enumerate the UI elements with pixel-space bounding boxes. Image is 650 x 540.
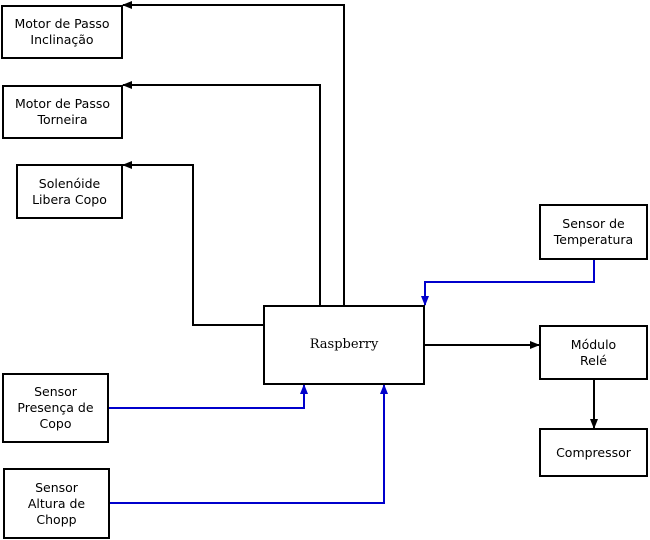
block-label-line: Relé — [580, 352, 607, 368]
block-label-line: Torneira — [37, 112, 88, 127]
block-label-line: Módulo — [570, 336, 617, 352]
connector-sensor-temperatura-to-raspberry — [421, 260, 595, 306]
block-label-line: Raspberry — [309, 337, 379, 352]
compressor-block: Compressor — [539, 428, 648, 477]
block-label-line: Sensor — [35, 479, 78, 495]
block-label-line: Chopp — [36, 511, 77, 527]
block-label-line: Solenóide — [38, 175, 101, 191]
raspberry-block: Raspberry — [263, 305, 425, 385]
connector-sensor-presenca-to-raspberry — [109, 384, 308, 409]
block-label-line: Sensor de — [562, 216, 625, 231]
block-label-line: Sensor — [34, 384, 77, 399]
connector-sensor-altura-to-raspberry — [110, 384, 388, 504]
block-label-line: Presença de — [17, 400, 94, 415]
block-label-line: Inclinação — [30, 32, 94, 47]
connector-raspberry-to-solenoide — [122, 161, 263, 326]
block-label-line: Copo — [39, 416, 72, 431]
block-label-line: Temperatura — [553, 232, 634, 247]
block-label-line: Motor de Passo — [14, 96, 110, 111]
block-label-line: Motor de Passo — [14, 16, 110, 31]
block-label-line: Libera Copo — [32, 191, 107, 207]
block-label-line: Altura de — [27, 495, 86, 511]
block-label-line: Compressor — [556, 444, 631, 460]
connector-raspberry-to-motor-inclinacao — [122, 1, 345, 305]
connector-raspberry-to-motor-torneira — [122, 81, 321, 305]
